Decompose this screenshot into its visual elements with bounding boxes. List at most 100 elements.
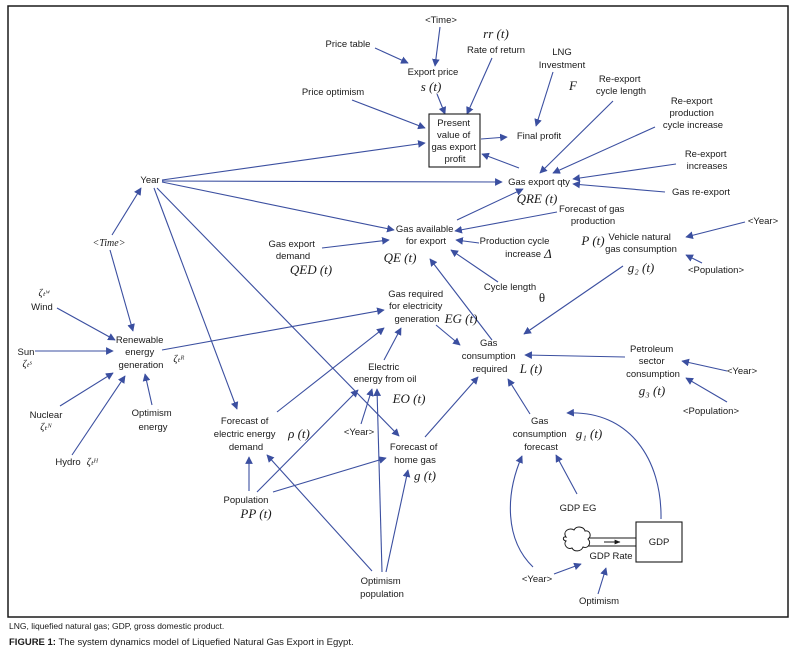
label-forecast-home-gas: Forecast of home gas (390, 442, 440, 466)
label-time-left: <Time> (93, 238, 126, 249)
link-optpop-electricoil (373, 388, 383, 573)
label-gas-export-qty: Gas export qty (508, 177, 570, 188)
label-vehicle-natural-gas: Vehicle natural gas consumption (605, 232, 677, 255)
label-population-petroleum: <Population> (683, 406, 739, 417)
label-wind: Wind (31, 302, 53, 313)
link-nuclear-renewable (59, 372, 114, 407)
label-present-value: Present value of gas export profit (431, 118, 478, 165)
link-year-pv (161, 140, 426, 181)
link-population-electricoil (256, 389, 359, 493)
link-hydro-renewable (71, 375, 126, 456)
label-gas-consumption-forecast: Gas consumption forecast (513, 416, 570, 453)
label-electric-energy-from-oil-symbol: EO (t) (392, 391, 426, 406)
link-gasavailable-gasexportqty (456, 188, 524, 221)
label-gas-export-demand: Gas export demand (268, 239, 317, 262)
label-time-top: <Time> (425, 15, 457, 26)
link-year-gasavailable (161, 181, 395, 233)
label-gas-reexport: Gas re-export (672, 187, 730, 198)
label-year-petroleum: <Year> (727, 366, 758, 377)
label-price-table: Price table (326, 39, 371, 50)
label-vehicle-natural-gas-symbol: g₂ (t) (628, 260, 655, 275)
label-reexport-cycle-length: Re-export cycle length (596, 74, 646, 97)
link-forecasthome-consreq (424, 376, 479, 438)
link-year-forecasthome (156, 187, 400, 437)
label-price-optimism: Price optimism (302, 87, 364, 98)
link-yearpet-petroleum (681, 358, 728, 372)
causal-links (35, 26, 746, 595)
link-reexportcycle-gasexportqty (539, 100, 614, 174)
link-renewable-gasreqelec (161, 307, 385, 351)
link-electricoil-gasreqelec (383, 327, 402, 361)
link-forecastelec-gasreqelec (276, 327, 385, 413)
label-wind-symbol: ζₜʷ (39, 288, 51, 299)
link-consreq-gasavailable (429, 258, 493, 341)
label-population-symbol: PP (t) (239, 506, 271, 521)
label-reexport-increases: Re-export increases (685, 149, 729, 172)
label-renewable-symbol: ζₜᴿ (173, 354, 184, 365)
link-vehicle-consreq (523, 265, 624, 335)
label-export-price-symbol: s (t) (421, 79, 442, 94)
link-gdpeg-gcforecast (555, 454, 578, 495)
label-renewable-energy-generation: Renewable energy generation (116, 335, 166, 371)
link-year-gasexportqty (161, 178, 503, 186)
present-value-box (428, 113, 481, 168)
label-gas-export-qty-symbol: QRE (t) (517, 191, 558, 206)
link-reexportinc-gasexportqty (572, 163, 677, 182)
link-time-exportprice (432, 26, 441, 67)
link-optpop-forecastelec (266, 454, 373, 572)
label-nuclear: Nuclear (30, 410, 63, 421)
link-pricetable-exportprice (374, 47, 409, 64)
label-optimism-energy: Optimism energy (132, 408, 175, 433)
link-wind-renewable (56, 307, 116, 341)
label-gas-available-symbol: QE (t) (384, 250, 417, 265)
label-gdp-rate: GDP Rate (589, 551, 632, 562)
link-year-gdprate (553, 562, 582, 575)
link-petroleum-consreq (524, 351, 626, 359)
label-gas-required-electricity-symbol: EG (t) (444, 311, 478, 326)
link-cyclelength-gasavailable (450, 249, 499, 283)
label-hydro-symbol: ζₜᴴ (87, 457, 99, 468)
label-petroleum-sector-consumption: Petroleum sector consumption (626, 344, 680, 380)
link-optpop-forecasthome (385, 469, 411, 573)
label-cycle-length: Cycle length (484, 282, 536, 293)
gdp-stock-box (635, 521, 683, 563)
label-sun-symbol: ζₜˢ (22, 359, 32, 370)
link-gasreexport-gasexportqty (572, 180, 666, 193)
label-year: Year (140, 175, 159, 186)
label-optimism: Optimism (579, 596, 619, 607)
link-gasreqelec-consreq (435, 324, 461, 346)
label-optimism-population: Optimism population (360, 576, 404, 600)
link-optimism-gdprate (597, 567, 608, 595)
label-petroleum-symbol: g₃ (t) (639, 383, 666, 398)
link-time-renewable (109, 249, 135, 332)
label-year-oil: <Year> (344, 427, 375, 438)
link-prodcycle-gasavailable (455, 237, 480, 245)
abbreviations-note: LNG, liquefied natural gas; GDP, gross d… (9, 621, 225, 631)
link-investment-finalprofit (534, 71, 554, 127)
cloud-source-icon (562, 526, 591, 552)
label-year-gdp: <Year> (522, 574, 553, 585)
label-forecast-electric-symbol: ρ (t) (287, 426, 310, 441)
link-gasexportqty-pv (481, 152, 520, 169)
link-reexportprod-gasexportqty (552, 126, 656, 174)
label-rate-of-return-symbol: rr (t) (483, 26, 509, 41)
link-pv-finalprofit (480, 133, 508, 142)
label-year-vehicle: <Year> (748, 216, 779, 227)
label-investment: Investment (539, 60, 586, 71)
diagram-frame (7, 5, 789, 618)
label-gas-consumption-required: Gas consumption required (462, 338, 519, 375)
label-gas-consumption-required-symbol: L (t) (519, 361, 543, 376)
link-yearveh-vehicle (685, 221, 746, 240)
link-yearoil-electricoil (360, 388, 374, 425)
label-reexport-production-cycle-increase: Re-export production cycle increase (663, 96, 723, 131)
node-labels: <Time> Price table rr (t) Rate of return… (18, 15, 779, 607)
label-lng: LNG (552, 47, 572, 58)
label-nuclear-symbol: ζₜᴺ (40, 422, 52, 433)
label-population: Population (224, 495, 269, 506)
label-production-cycle-increase-symbol: Δ (543, 246, 552, 261)
label-rate-of-return: Rate of return (467, 45, 525, 56)
link-year-forecastelectric (153, 187, 239, 410)
label-gdp-eg: GDP EG (560, 503, 597, 514)
label-forecast-home-gas-symbol: g (t) (414, 468, 436, 483)
